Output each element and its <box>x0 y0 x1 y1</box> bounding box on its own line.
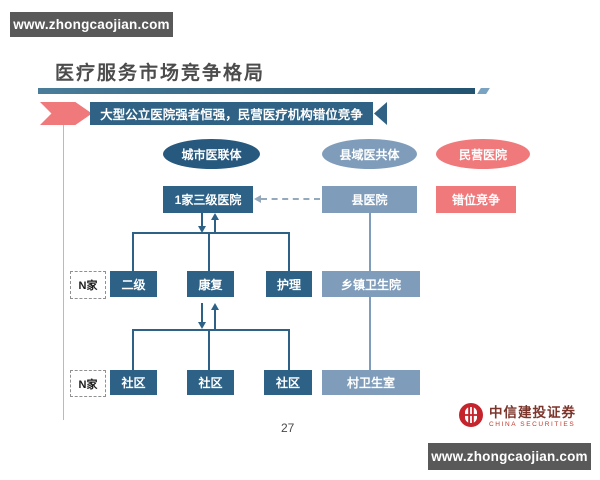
oval-private-hospital: 民营医院 <box>436 139 530 169</box>
oval-city-alliance: 城市医联体 <box>163 139 260 169</box>
left-guide-line <box>63 125 64 420</box>
count-badge-tier2: N家 <box>70 271 106 299</box>
connector-line <box>214 309 216 330</box>
box-nursing-hospital: 护理 <box>266 271 312 297</box>
china-securities-logo-icon <box>458 402 484 433</box>
connector-line <box>214 219 216 233</box>
logo-name-cn: 中信建投证券 <box>489 405 576 420</box>
connector-drop <box>132 232 134 271</box>
connector-hline-tier3 <box>132 329 290 331</box>
connector-line <box>201 303 203 323</box>
box-village-clinic: 村卫生室 <box>322 370 420 395</box>
banner-right-arrowhead-icon <box>374 102 387 125</box>
connector-drop <box>132 329 134 370</box>
connector-line <box>201 213 203 227</box>
watermark-bottom: www.zhongcaojian.com <box>428 443 591 470</box>
arrow-up-icon <box>211 303 219 310</box>
box-community-3: 社区 <box>264 370 312 395</box>
oval-county-alliance: 县域医共体 <box>322 139 417 169</box>
connector-hline-tier2 <box>132 232 290 234</box>
count-badge-tier3: N家 <box>70 370 106 397</box>
arrow-down-icon <box>198 226 206 233</box>
connector-drop <box>208 329 210 370</box>
banner-ribbon: 大型公立医院强者恒强，民营医疗机构错位竞争 <box>90 102 373 125</box>
box-community-2: 社区 <box>187 370 234 395</box>
connector-drop <box>288 232 290 271</box>
arrow-down-icon <box>198 322 206 329</box>
connector-drop <box>208 232 210 271</box>
box-secondary-hospital: 二级 <box>110 271 157 297</box>
connector-county-drop <box>369 297 371 370</box>
box-tertiary-hospital: 1家三级医院 <box>163 186 253 213</box>
connector-county-drop <box>369 213 371 271</box>
box-community-1: 社区 <box>110 370 157 395</box>
box-rehab-hospital: 康复 <box>187 271 234 297</box>
box-county-hospital: 县医院 <box>322 186 417 213</box>
logo-name-en: CHINA SECURITIES <box>489 421 576 428</box>
china-securities-logo: 中信建投证券 CHINA SECURITIES <box>458 402 576 433</box>
dashed-arrow-left-icon <box>254 195 261 203</box>
page-title: 医疗服务市场竞争格局 <box>55 63 266 84</box>
arrow-up-icon <box>211 213 219 220</box>
title-underline <box>38 88 475 94</box>
box-township-clinic: 乡镇卫生院 <box>322 271 420 297</box>
watermark-top: www.zhongcaojian.com <box>10 12 173 37</box>
connector-drop <box>288 329 290 370</box>
page-number: 27 <box>281 421 295 435</box>
title-underline-tail <box>477 88 490 94</box>
dashed-connector <box>261 198 320 200</box>
banner-left-chevron-icon <box>40 102 92 125</box>
box-dislocation-competition: 错位竞争 <box>436 186 516 213</box>
